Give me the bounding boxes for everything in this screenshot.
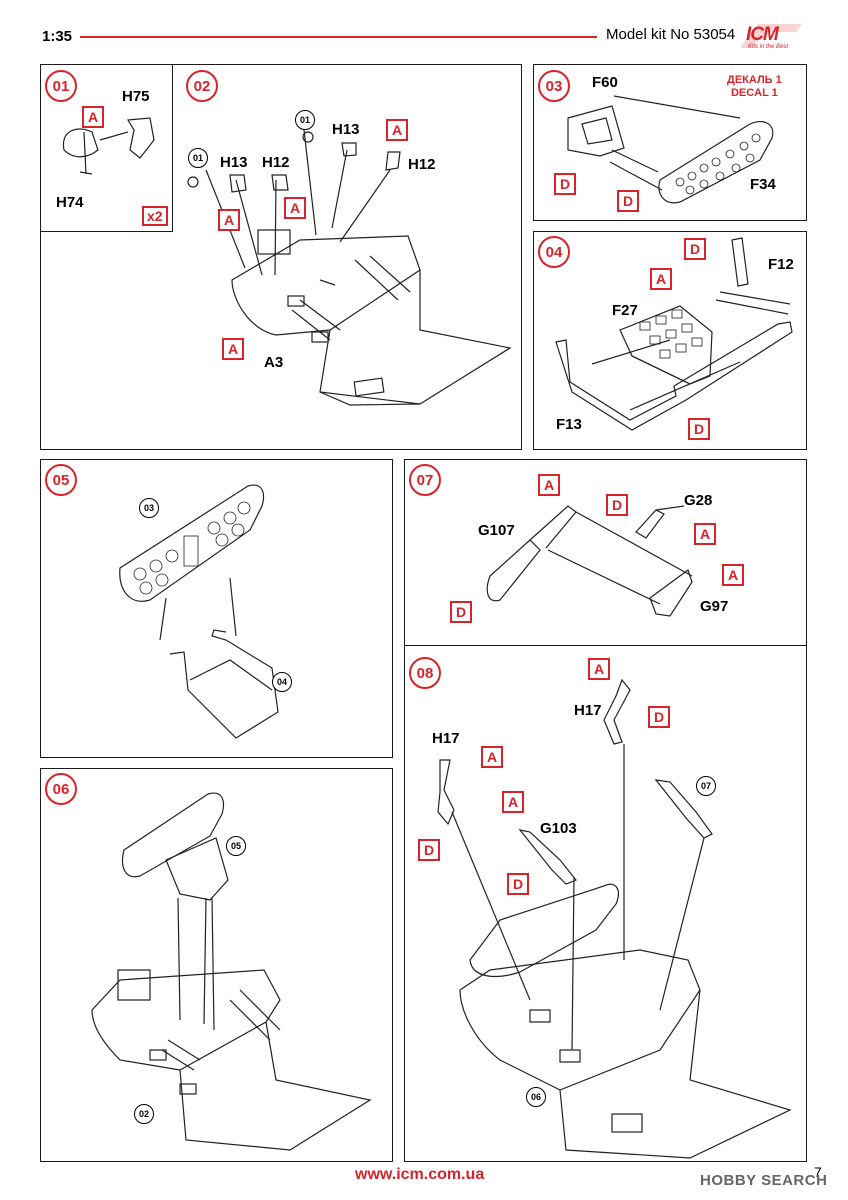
- color-tag-d: D: [507, 873, 529, 895]
- color-tag-d: D: [617, 190, 639, 212]
- part-label-g28: G28: [684, 492, 713, 509]
- step-ref-05: 05: [226, 836, 246, 856]
- step-number-07: 07: [409, 464, 441, 496]
- color-tag-a: A: [284, 197, 306, 219]
- part-label-g107: G107: [478, 522, 515, 539]
- part-label-h74: H74: [56, 194, 84, 211]
- part-label-g97: G97: [700, 598, 729, 615]
- decal-note: ДЕКАЛЬ 1 DECAL 1: [727, 74, 782, 100]
- step-ref-06: 06: [526, 1087, 546, 1107]
- color-tag-d: D: [684, 238, 706, 260]
- scale-label: 1:35: [42, 28, 73, 45]
- page-number: 7: [814, 1164, 822, 1180]
- cockpit-subassembly-drawing: [91, 792, 372, 1151]
- header-rule: [80, 36, 597, 38]
- website-link[interactable]: www.icm.com.ua: [355, 1166, 485, 1183]
- quantity-badge: x2: [142, 206, 168, 226]
- decal-label-en: DECAL 1: [730, 87, 778, 99]
- part-label-h17-right: H17: [574, 702, 602, 719]
- part-label-f13: F13: [556, 416, 582, 433]
- final-cockpit-drawing: [437, 678, 792, 1159]
- color-tag-a: A: [538, 474, 560, 496]
- kit-number: Model kit No 53054: [606, 26, 736, 43]
- step-ref-02: 02: [134, 1104, 154, 1124]
- part-label-h12-right: H12: [408, 156, 436, 173]
- color-tag-d: D: [606, 494, 628, 516]
- panel-step-03: [533, 64, 807, 221]
- step-ref-07: 07: [696, 776, 716, 796]
- part-label-h12-left: H12: [262, 154, 290, 171]
- color-tag-a: A: [722, 564, 744, 586]
- part-label-g103: G103: [540, 820, 577, 837]
- part-h74-h75-drawing: [62, 117, 155, 175]
- color-tag-d: D: [418, 839, 440, 861]
- step-ref-03: 03: [139, 498, 159, 518]
- color-tag-a: A: [82, 106, 104, 128]
- step-number-03: 03: [538, 70, 570, 102]
- panel-step-05: [40, 459, 393, 758]
- step-number-01: 01: [45, 70, 77, 102]
- color-tag-a: A: [588, 658, 610, 680]
- color-tag-a: A: [222, 338, 244, 360]
- instrument-panel-f34-drawing: [567, 95, 774, 204]
- part-label-h17-left: H17: [432, 730, 460, 747]
- panel-step-06: [40, 768, 393, 1162]
- part-label-f60: F60: [592, 74, 618, 91]
- step-ref-04: 04: [272, 672, 292, 692]
- console-f27-drawing: [555, 237, 793, 431]
- step-number-08: 08: [409, 657, 441, 689]
- color-tag-a: A: [694, 523, 716, 545]
- panel-console-subassembly-drawing: [119, 484, 279, 739]
- color-tag-a: A: [502, 791, 524, 813]
- part-label-h75: H75: [122, 88, 150, 105]
- part-label-f34: F34: [750, 176, 776, 193]
- cockpit-floor-a3-drawing: [187, 129, 512, 406]
- icm-logo-icon: [740, 24, 802, 48]
- color-tag-a: A: [386, 119, 408, 141]
- part-label-h13-left: H13: [220, 154, 248, 171]
- part-label-f12: F12: [768, 256, 794, 273]
- step-number-02: 02: [186, 70, 218, 102]
- step-ref-01-left: 01: [188, 148, 208, 168]
- cyclic-collective-drawing: [486, 505, 693, 617]
- color-tag-a: A: [650, 268, 672, 290]
- step-number-04: 04: [538, 236, 570, 268]
- part-label-a3: A3: [264, 354, 284, 371]
- step-number-06: 06: [45, 773, 77, 805]
- panel-step-02: [40, 64, 522, 450]
- color-tag-d: D: [688, 418, 710, 440]
- panel-step-08: [404, 645, 807, 1162]
- step-number-05: 05: [45, 464, 77, 496]
- step-ref-01-right: 01: [295, 110, 315, 130]
- color-tag-d: D: [648, 706, 670, 728]
- logo-tagline: Kits in the Best: [748, 44, 789, 50]
- watermark: HOBBY SEARCH: [700, 1172, 828, 1189]
- decal-label-ru: ДЕКАЛЬ 1: [727, 74, 782, 86]
- logo-text: ICM: [746, 24, 779, 45]
- color-tag-d: D: [450, 601, 472, 623]
- color-tag-a: A: [218, 209, 240, 231]
- part-label-h13-right: H13: [332, 121, 360, 138]
- color-tag-d: D: [554, 173, 576, 195]
- part-label-f27: F27: [612, 302, 638, 319]
- color-tag-a: A: [481, 746, 503, 768]
